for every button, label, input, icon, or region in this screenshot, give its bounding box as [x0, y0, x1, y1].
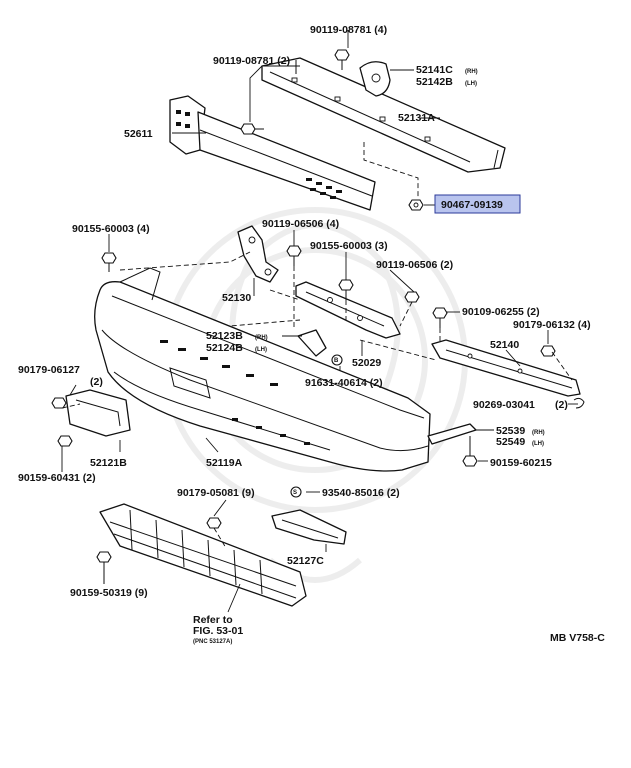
- label-90119-06506-2: 90119-06506 (2): [376, 259, 453, 271]
- label-90269-03041-qty: (2): [555, 399, 568, 411]
- clip-90179-06132[interactable]: [540, 345, 556, 357]
- label-93540-85016: 93540-85016 (2): [322, 487, 400, 499]
- label-52141C-side: (RH): [465, 69, 478, 75]
- clip-90179-05081[interactable]: [206, 517, 222, 529]
- nut-90467-09139[interactable]: [408, 199, 424, 211]
- label-52549: 52549: [496, 436, 525, 448]
- label-90119-06506-4: 90119-06506 (4): [262, 218, 339, 230]
- bolt-90119-06506-left[interactable]: [286, 245, 302, 266]
- svg-text:S: S: [293, 490, 297, 496]
- label-90155-60003-3: 90155-60003 (3): [310, 240, 388, 252]
- clip-91631-40614[interactable]: B: [331, 354, 343, 366]
- label-52549-side: (LH): [532, 441, 544, 447]
- part-lower-grille[interactable]: [99, 503, 307, 607]
- part-52123B-bracket[interactable]: [297, 329, 327, 357]
- label-52130: 52130: [222, 292, 251, 304]
- refer-pnc-line: (PNC 53127A): [193, 639, 232, 645]
- clip-90179-06127[interactable]: [51, 397, 67, 409]
- bolt-90119-08781-top[interactable]: [334, 49, 350, 70]
- label-52123B: 52123B: [206, 330, 243, 342]
- label-52119A: 52119A: [206, 457, 243, 469]
- label-90467-09139[interactable]: 90467-09139: [441, 199, 503, 211]
- refer-to-line: Refer to: [193, 614, 233, 626]
- label-90179-05081: 90179-05081 (9): [177, 487, 255, 499]
- label-91631-40614: 91631-40614 (2): [305, 377, 383, 389]
- bolt-90159-60215[interactable]: [462, 436, 478, 467]
- label-52121B: 52121B: [90, 457, 127, 469]
- clip-90269-03041[interactable]: [573, 397, 585, 409]
- bolt-90159-60431[interactable]: [57, 435, 73, 447]
- refer-fig-line[interactable]: FIG. 53-01: [193, 625, 243, 637]
- bolt-90119-06506-right[interactable]: [404, 291, 420, 303]
- bolt-90109-06255[interactable]: [432, 307, 448, 328]
- part-52127C-trim[interactable]: [271, 509, 347, 545]
- label-52142B: 52142B: [416, 76, 453, 88]
- label-90159-50319: 90159-50319 (9): [70, 587, 148, 599]
- label-90179-06127: 90179-06127: [18, 364, 80, 376]
- label-52124B: 52124B: [206, 342, 243, 354]
- bolt-90159-50319[interactable]: [96, 551, 112, 584]
- part-52131A-reinforcement[interactable]: [261, 57, 506, 173]
- label-90155-60003-4: 90155-60003 (4): [72, 223, 150, 235]
- label-52131A: 52131A: [398, 112, 435, 124]
- part-52141C-bracket[interactable]: [359, 61, 391, 97]
- part-52029-retainer[interactable]: [295, 281, 401, 339]
- part-52130-bracket[interactable]: [237, 225, 279, 283]
- part-52140-retainer[interactable]: [431, 339, 581, 397]
- label-90119-08781-2: 90119-08781 (2): [213, 55, 290, 67]
- part-52119A-bumper-cover[interactable]: [94, 267, 431, 472]
- label-52141C: 52141C: [416, 64, 453, 76]
- label-52029: 52029: [352, 357, 381, 369]
- highlight-box-90467: [434, 194, 521, 214]
- label-90119-08781-4: 90119-08781 (4): [310, 24, 387, 36]
- label-52539-side: (RH): [532, 430, 545, 436]
- label-90269-03041: 90269-03041: [473, 399, 535, 411]
- part-52611-absorber[interactable]: [169, 95, 376, 211]
- label-52123B-side: (RH): [255, 335, 268, 341]
- bolt-90155-60003-center[interactable]: [338, 279, 354, 300]
- label-52142B-side: (LH): [465, 81, 477, 87]
- label-52539: 52539: [496, 425, 525, 437]
- label-90179-06132: 90179-06132 (4): [513, 319, 591, 331]
- label-90159-60431: 90159-60431 (2): [18, 472, 96, 484]
- label-90109-06255: 90109-06255 (2): [462, 306, 540, 318]
- part-52121B-license-bracket[interactable]: [65, 389, 131, 437]
- label-52127C: 52127C: [287, 555, 324, 567]
- label-90159-60215: 90159-60215: [490, 457, 552, 469]
- label-90179-06127-qty: (2): [90, 376, 103, 388]
- bolt-90155-60003-left[interactable]: [101, 252, 117, 272]
- svg-text:B: B: [334, 358, 339, 364]
- label-52611: 52611: [124, 128, 153, 140]
- diagram-code: MB V758-C: [550, 632, 605, 644]
- clip-93540-85016[interactable]: S: [290, 486, 302, 498]
- label-52124B-side: (LH): [255, 347, 267, 353]
- bolt-90119-08781-left[interactable]: [240, 123, 264, 135]
- label-52140: 52140: [490, 339, 519, 351]
